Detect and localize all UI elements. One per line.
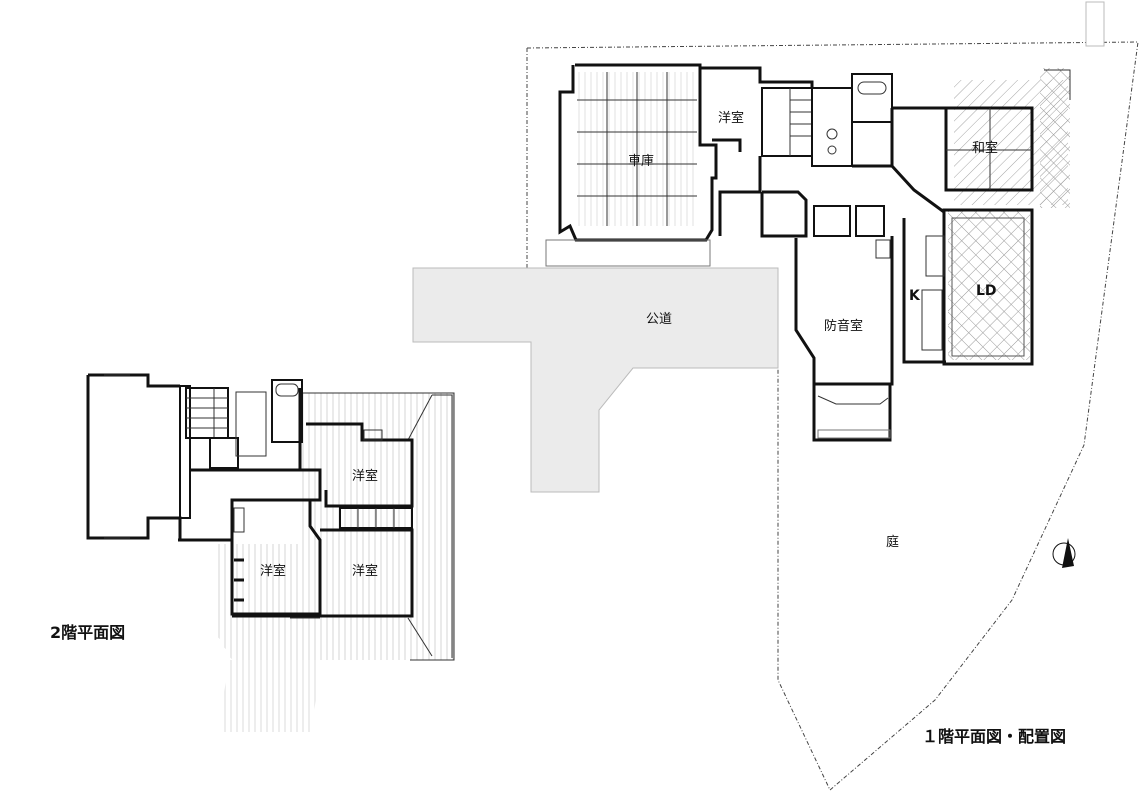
north-arrow-icon: [1052, 538, 1076, 568]
soundproof-room-label: 防音室: [824, 318, 863, 334]
hall-2f: [178, 388, 322, 542]
public-road: 公道: [412, 267, 779, 493]
garage: 車庫: [545, 63, 718, 267]
garage-label: 車庫: [628, 154, 654, 169]
western-room-2f-a-label: 洋室: [352, 468, 378, 484]
corridor-1f: [718, 106, 946, 259]
utility-pole: [1085, 1, 1105, 47]
western-room-2f-b-label: 洋室: [260, 563, 286, 579]
garden-label: 庭: [886, 534, 899, 550]
closet-row-2f: [339, 507, 413, 529]
japanese-room-label: 和室: [972, 140, 998, 156]
lower-roof-2f: [220, 660, 320, 732]
public-road-label: 公道: [646, 312, 672, 327]
western-room-1f: 洋室: [700, 66, 814, 157]
ld-label: LD: [976, 283, 997, 299]
western-room-2f-c-label: 洋室: [352, 563, 378, 579]
soundproof-room: 防音室: [794, 236, 894, 442]
western-room-2f-b: 洋室: [230, 498, 322, 616]
floor1-caption: １階平面図・配置図: [922, 727, 1066, 746]
kitchen: K: [890, 164, 946, 364]
western-room-2f-c: 洋室: [232, 528, 414, 619]
roof-outline-2f: [214, 392, 455, 661]
site-boundary: [526, 41, 1139, 791]
annex-2f: [86, 373, 191, 540]
western-room-2f-a: 洋室: [306, 422, 414, 508]
western-room-1f-label: 洋室: [718, 110, 744, 126]
ld-room: LD: [942, 208, 1034, 366]
japanese-room: 和室: [944, 68, 1071, 208]
bath-block: [811, 73, 893, 167]
floor2-caption: 2階平面図: [50, 623, 125, 642]
kitchen-label: K: [909, 288, 921, 304]
stair-2f: [185, 379, 303, 469]
